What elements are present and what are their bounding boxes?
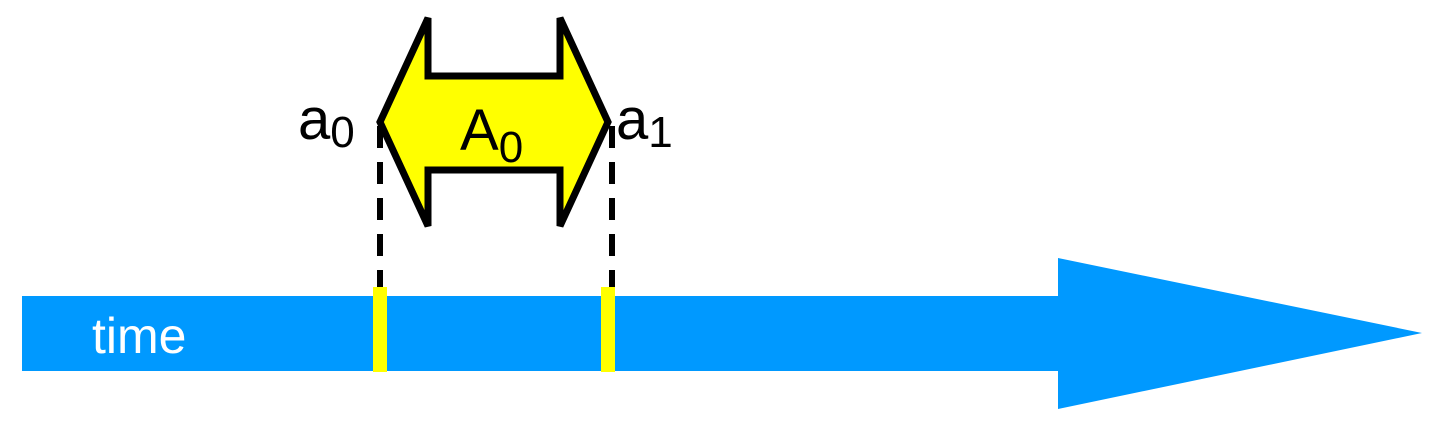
timeline-label: time <box>92 308 186 364</box>
interval-double-arrow <box>376 16 612 228</box>
interval-label: A0 <box>460 98 523 172</box>
start-marker <box>373 287 387 372</box>
end-point-label-subscript: 1 <box>648 108 672 157</box>
timeline-arrow <box>22 258 1422 409</box>
end-marker <box>601 287 615 372</box>
start-point-label-base: a <box>298 87 331 152</box>
end-point-label-base: a <box>616 87 649 152</box>
start-point-label-subscript: 0 <box>330 108 354 157</box>
end-point-label: a1 <box>616 87 673 157</box>
start-point-label: a0 <box>298 87 355 157</box>
interval-label-base: A <box>460 98 499 163</box>
interval-label-subscript: 0 <box>499 123 523 172</box>
